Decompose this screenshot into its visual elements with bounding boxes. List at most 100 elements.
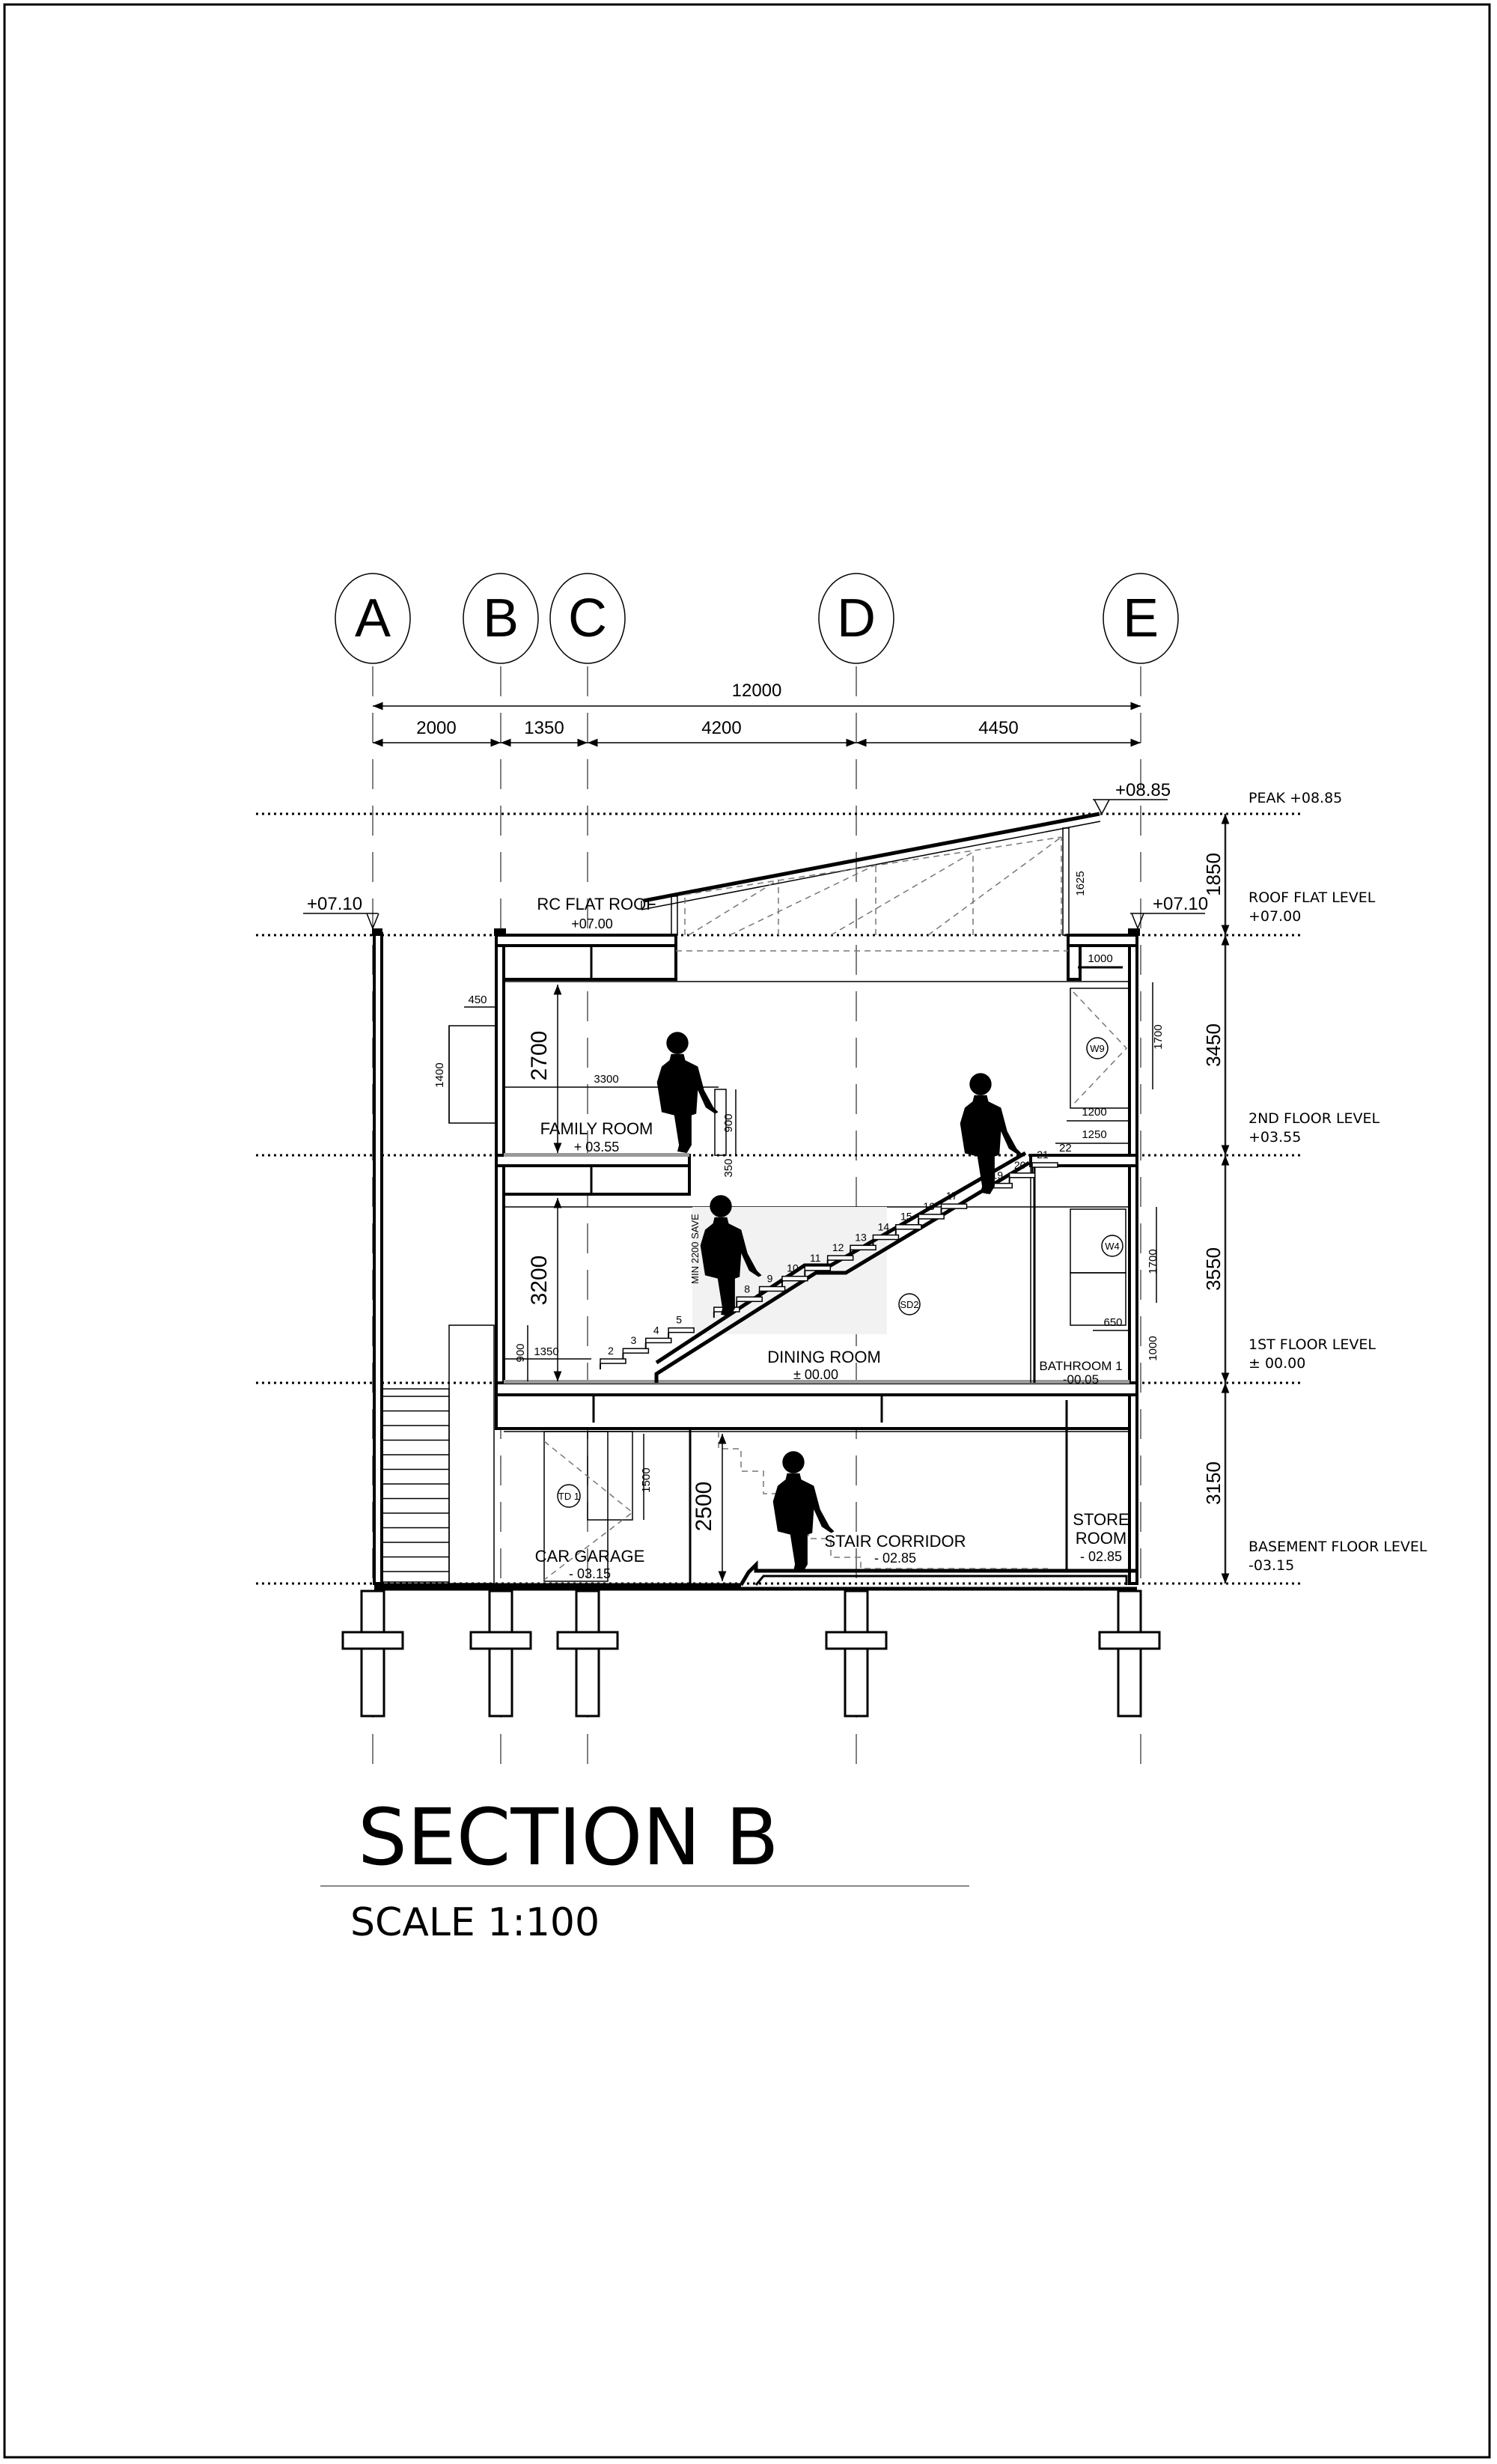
- room-level: + 03.55: [574, 1140, 620, 1155]
- dim-1400: 1400: [433, 1062, 446, 1087]
- tag-w9: W9: [1090, 1043, 1105, 1054]
- pile-foundation: [341, 1590, 404, 1718]
- stair-step: [850, 1244, 876, 1251]
- grid-label: D: [837, 588, 876, 648]
- level-label-second-floor: 2ND FLOOR LEVEL: [1248, 1110, 1380, 1127]
- detail-dimensions: 3300 450 1400 900 350 1625 1000 1700 120…: [433, 871, 1165, 1520]
- level-dimension: 3550: [1202, 1247, 1225, 1291]
- level-value-first-floor: ± 00.00: [1248, 1355, 1305, 1372]
- overall-dimension: 12000: [732, 681, 782, 701]
- room-level: ± 00.00: [793, 1367, 838, 1382]
- stair-step: [644, 1337, 672, 1344]
- dim-650: 650: [1103, 1316, 1122, 1329]
- page-border: [3, 3, 1491, 2459]
- tag-w4: W4: [1105, 1241, 1120, 1252]
- stair-step: [781, 1275, 808, 1282]
- level-lines: [256, 812, 1302, 1585]
- dim-450: 450: [468, 994, 487, 1006]
- elevation-right-parapet: +07.10: [1153, 894, 1208, 914]
- room-level: - 02.85: [1080, 1549, 1122, 1564]
- pile-foundation: [556, 1590, 619, 1718]
- level-value-roof: +07.00: [1248, 908, 1301, 925]
- level-label-peak: PEAK +08.85: [1248, 790, 1342, 806]
- stair-step-number: 8: [744, 1283, 750, 1295]
- span-dimension: 4450: [978, 718, 1018, 738]
- level-value-second-floor: +03.55: [1248, 1129, 1301, 1146]
- stair-step: [622, 1348, 650, 1354]
- room-name: CAR GARAGE: [535, 1547, 645, 1566]
- horizontal-dimensions: 12000 2000 1350 4200 4450: [373, 681, 1141, 747]
- stair-step-number: 14: [878, 1221, 890, 1233]
- dim-1250: 1250: [1082, 1128, 1106, 1141]
- stair-step-number: 13: [855, 1231, 867, 1243]
- span-dimension: 1350: [524, 718, 564, 738]
- dim-3300: 3300: [594, 1073, 618, 1086]
- stair-step: [668, 1327, 695, 1333]
- grid-bubble-d: D: [818, 573, 894, 664]
- level-label-roof: ROOF FLAT LEVEL: [1248, 889, 1376, 906]
- level-dimensions: 1850 3450 3550 3150: [1202, 814, 1230, 1584]
- dim-1700: 1700: [1152, 1024, 1165, 1049]
- roof-glazing: [684, 836, 1062, 936]
- stair-step-number: 12: [832, 1241, 844, 1253]
- level-dimension: 3150: [1202, 1461, 1225, 1505]
- opening-tags: W9 W4 SD2 TD 1: [557, 1037, 1123, 1508]
- level-labels: PEAK +08.85 ROOF FLAT LEVEL +07.00 2ND F…: [1248, 790, 1427, 1574]
- dim-1200: 1200: [1082, 1106, 1106, 1119]
- person-silhouette: [772, 1451, 835, 1572]
- room-name: STORE: [1073, 1510, 1129, 1529]
- stair-step-number: 16: [923, 1200, 935, 1212]
- stair: 23457891011121314151617192021: [600, 1149, 1058, 1383]
- stair-step-number: 2: [608, 1345, 614, 1357]
- height-second-floor: 2700: [527, 1031, 552, 1081]
- grid-bubble-a: A: [335, 573, 411, 664]
- height-first-floor: 3200: [527, 1256, 552, 1306]
- elevation-marks: +08.85 +07.10 +07.10: [303, 780, 1208, 931]
- grid-label: A: [355, 588, 391, 648]
- stair-step-number: 4: [653, 1324, 659, 1336]
- level-label-basement: BASEMENT FLOOR LEVEL: [1248, 1539, 1427, 1555]
- stair-step: [600, 1358, 626, 1364]
- stair-step: [758, 1286, 786, 1292]
- drawing-title: SECTION B: [358, 1792, 779, 1883]
- dim-1625: 1625: [1074, 871, 1087, 895]
- span-dimension: 4200: [701, 718, 741, 738]
- room-name: RC FLAT ROOF: [537, 895, 656, 913]
- level-dimension: 3450: [1202, 1023, 1225, 1067]
- stair-step: [940, 1203, 968, 1209]
- stair-step-number: 17: [946, 1190, 958, 1202]
- pile-foundation: [469, 1590, 532, 1718]
- pile-foundation: [825, 1590, 888, 1718]
- stair-step-number: 15: [900, 1211, 912, 1223]
- stair-step: [918, 1214, 945, 1220]
- dim-900: 900: [722, 1113, 735, 1132]
- dim-900: 900: [514, 1343, 527, 1362]
- room-labels: RC FLAT ROOF +07.00 FAMILY ROOM + 03.55 …: [535, 895, 1129, 1581]
- headroom-note: MIN 2200 SAVE: [689, 1214, 701, 1284]
- stair-step-number: 3: [630, 1334, 636, 1346]
- room-name: STAIR CORRIDOR: [824, 1532, 966, 1551]
- dim-1700: 1700: [1147, 1249, 1159, 1274]
- external-stair: [382, 1396, 449, 1572]
- grid-bubble-e: E: [1103, 573, 1179, 664]
- height-basement: 2500: [692, 1482, 716, 1532]
- stair-step: [804, 1265, 832, 1271]
- grid-label: B: [483, 588, 519, 648]
- grid-label: E: [1123, 588, 1159, 648]
- height-dimensions: 2700 3200 2500: [527, 985, 727, 1581]
- stair-step: [826, 1255, 854, 1261]
- room-name: DINING ROOM: [767, 1348, 881, 1366]
- stair-step-number: 21: [1037, 1149, 1049, 1160]
- level-label-first-floor: 1ST FLOOR LEVEL: [1248, 1336, 1376, 1353]
- stair-step-number: 9: [767, 1272, 773, 1284]
- foundations: [341, 1590, 1161, 1718]
- grid-label: C: [568, 588, 607, 648]
- dim-1000: 1000: [1147, 1336, 1159, 1360]
- room-name: BATHROOM 1: [1039, 1359, 1122, 1373]
- elevation-left-parapet: +07.10: [307, 894, 362, 914]
- stair-step: [1031, 1162, 1058, 1168]
- room-name: FAMILY ROOM: [540, 1119, 653, 1138]
- stair-step-number: 11: [810, 1252, 821, 1264]
- stair-step-number: 10: [787, 1262, 799, 1274]
